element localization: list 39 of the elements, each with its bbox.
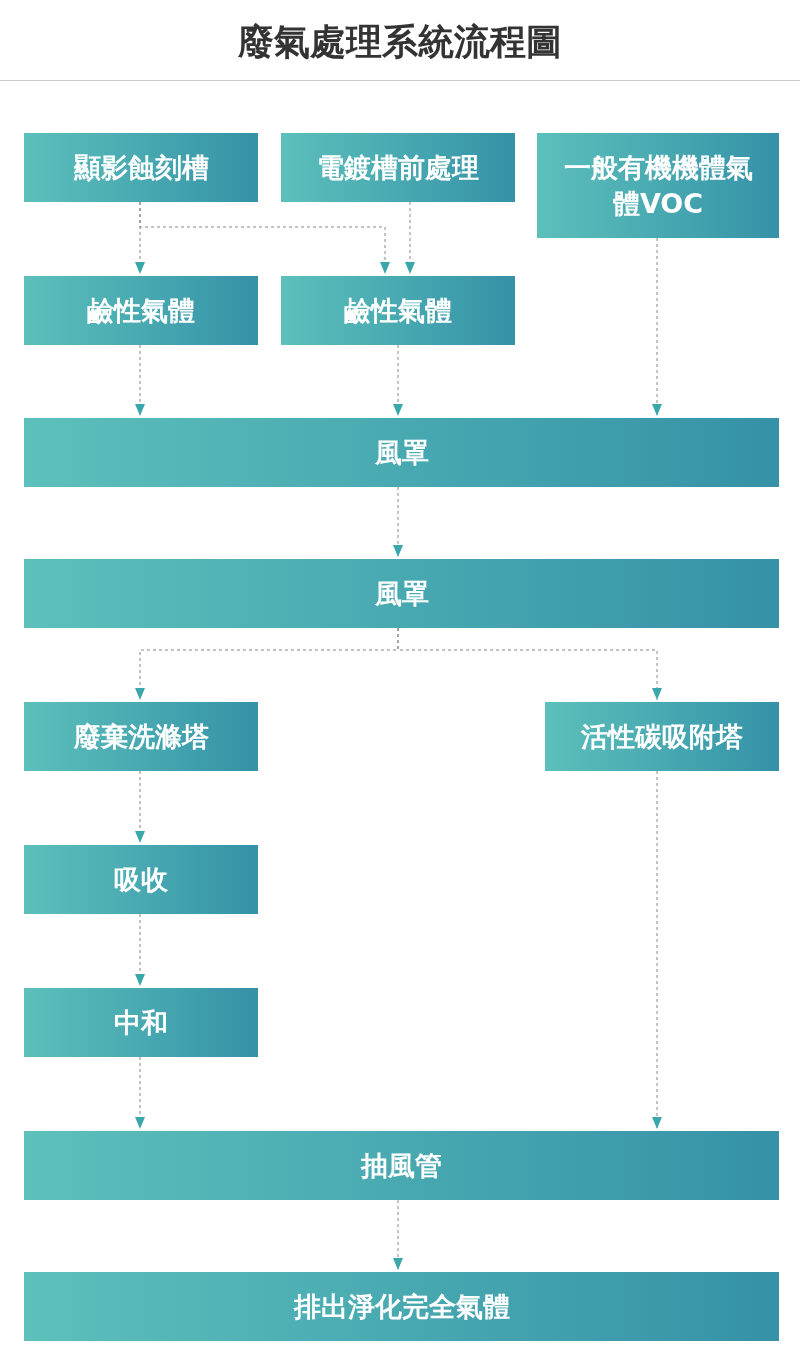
box-label: 風罩 — [374, 576, 429, 611]
process-box — [24, 702, 258, 771]
box-label: 鹼性氣體 — [87, 293, 195, 328]
process-box — [24, 559, 779, 628]
process-box — [24, 1272, 779, 1341]
arrow — [405, 201, 415, 275]
arrow — [652, 770, 662, 1130]
arrow — [135, 1056, 145, 1130]
box-label: 電鍍槽前處理 — [317, 150, 479, 185]
arrow — [139, 201, 390, 275]
arrow — [652, 237, 662, 417]
box-label: 抽風管 — [361, 1148, 442, 1183]
arrow — [135, 344, 145, 417]
process-box — [24, 276, 258, 345]
process-box — [24, 845, 258, 914]
box-label: 顯影蝕刻槽 — [73, 150, 209, 185]
process-box — [24, 418, 779, 487]
process-box — [281, 133, 515, 202]
process-box — [24, 1131, 779, 1200]
box-label: 吸收 — [114, 862, 168, 897]
process-box — [545, 702, 779, 771]
process-box — [537, 133, 779, 238]
box-label: 風罩 — [374, 435, 429, 470]
arrow — [393, 1199, 403, 1271]
box-label: 廢棄洗滌塔 — [73, 719, 209, 754]
process-box — [24, 988, 258, 1057]
arrow — [397, 627, 662, 701]
arrow — [135, 913, 145, 987]
arrow — [135, 770, 145, 844]
box-label: 鹼性氣體 — [344, 293, 452, 328]
box-label: 一般有機機體氣體VOC — [562, 151, 754, 221]
diagram-title: 廢氣處理系統流程圖 — [237, 20, 563, 64]
process-box — [24, 133, 258, 202]
process-box — [281, 276, 515, 345]
box-label: 活性碳吸附塔 — [581, 719, 743, 754]
box-label: 排出淨化完全氣體 — [293, 1289, 510, 1324]
box-label: 中和 — [114, 1005, 168, 1040]
arrow — [393, 486, 403, 558]
arrow — [393, 344, 403, 417]
